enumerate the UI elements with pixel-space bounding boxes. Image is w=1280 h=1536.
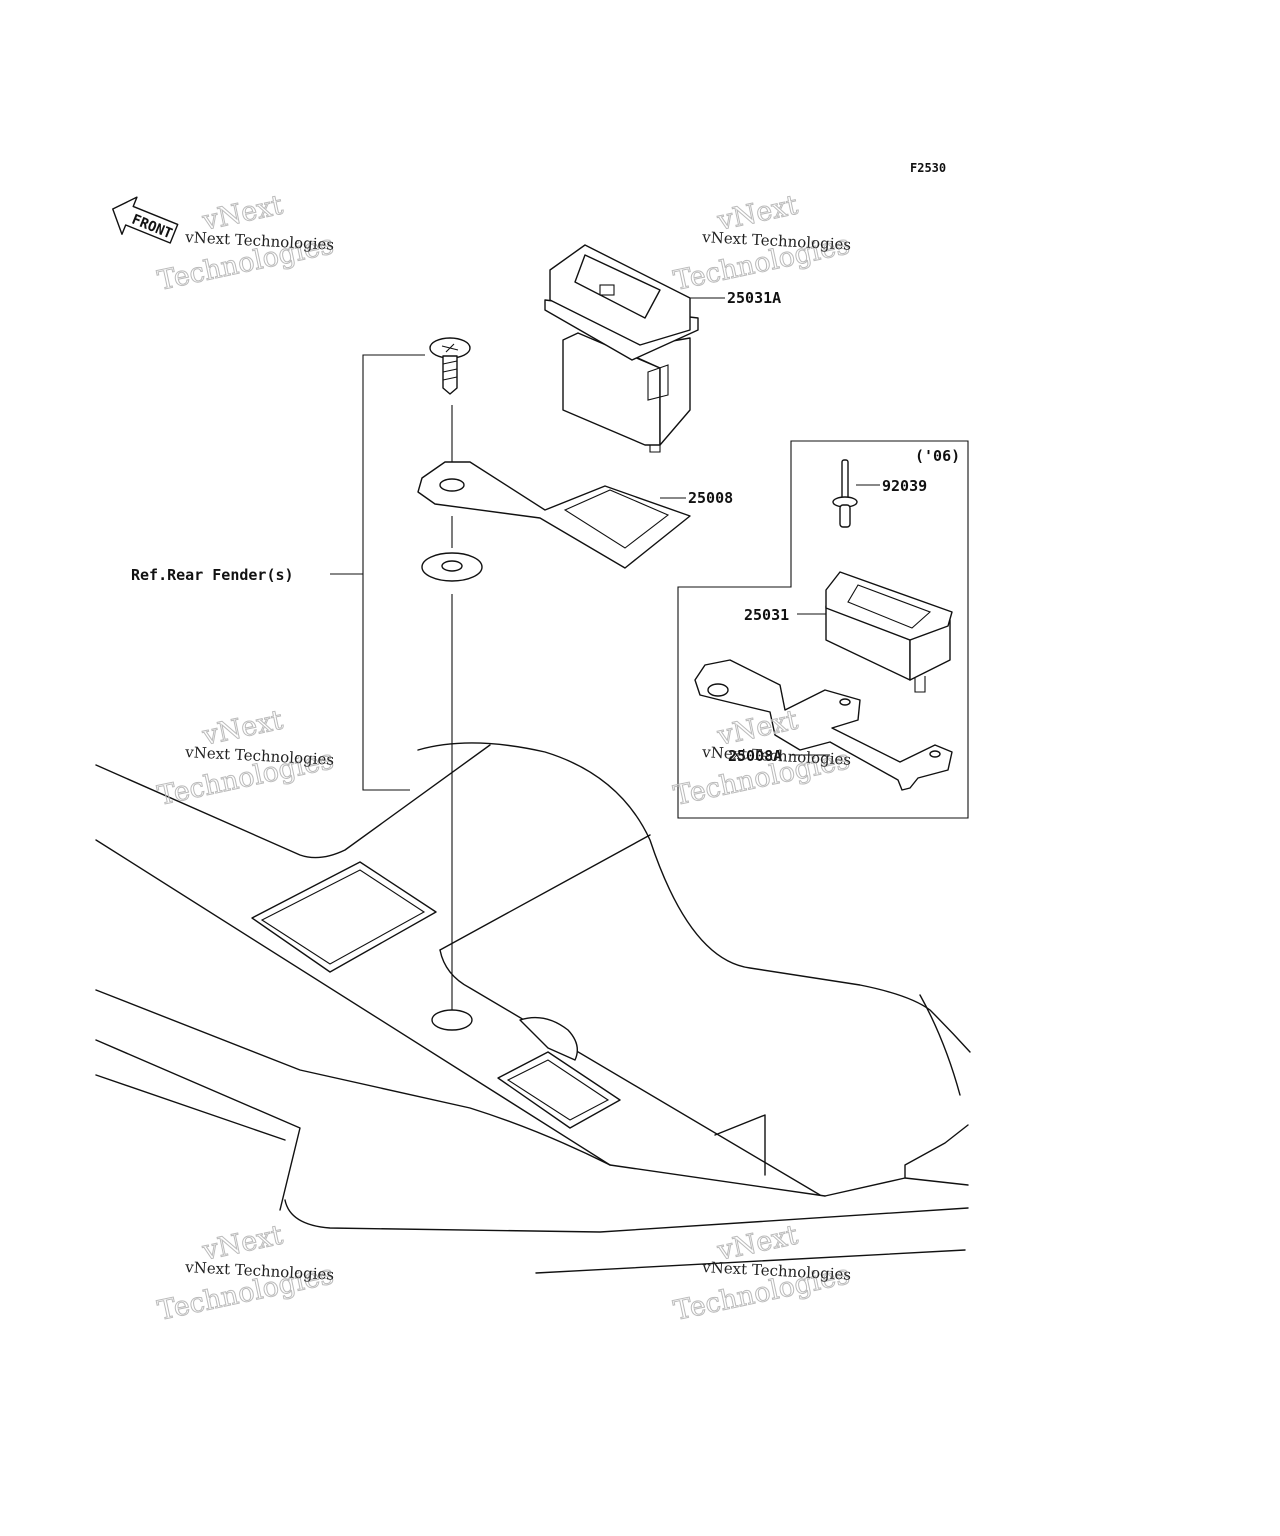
reference-label: Ref.Rear Fender(s) — [131, 566, 294, 584]
rear-fender — [95, 742, 971, 1274]
part-label-92039: 92039 — [882, 477, 927, 495]
rivet-icon — [832, 459, 858, 528]
washer-icon — [421, 552, 483, 582]
front-arrow-icon: FRONT — [112, 196, 179, 244]
figure-code: F2530 — [910, 161, 946, 175]
inset-box — [677, 440, 969, 819]
reference-bracket — [362, 354, 425, 791]
watermark-middle-left: vNext Technologies vNext Technologies — [155, 704, 337, 812]
part-label-25008: 25008 — [688, 489, 733, 507]
part-label-25031a: 25031A — [727, 289, 781, 307]
watermark-top-left: vNext Technologies vNext Technologies — [155, 189, 337, 297]
screw-icon — [429, 337, 471, 395]
year-note: ('06) — [915, 447, 960, 465]
bracket-25008 — [417, 461, 691, 569]
hour-meter-25031 — [825, 571, 953, 693]
part-label-25008a: 25008A — [728, 747, 782, 765]
watermark-bottom-right: vNext Technologies vNext Technologies — [671, 1219, 853, 1327]
hour-meter-25031a — [544, 244, 699, 453]
watermark-bottom-left: vNext Technologies vNext Technologies — [155, 1219, 337, 1327]
watermark-top-right: vNext Technologies vNext Technologies — [671, 189, 853, 297]
bracket-25008a — [694, 659, 953, 791]
part-label-25031: 25031 — [744, 606, 789, 624]
